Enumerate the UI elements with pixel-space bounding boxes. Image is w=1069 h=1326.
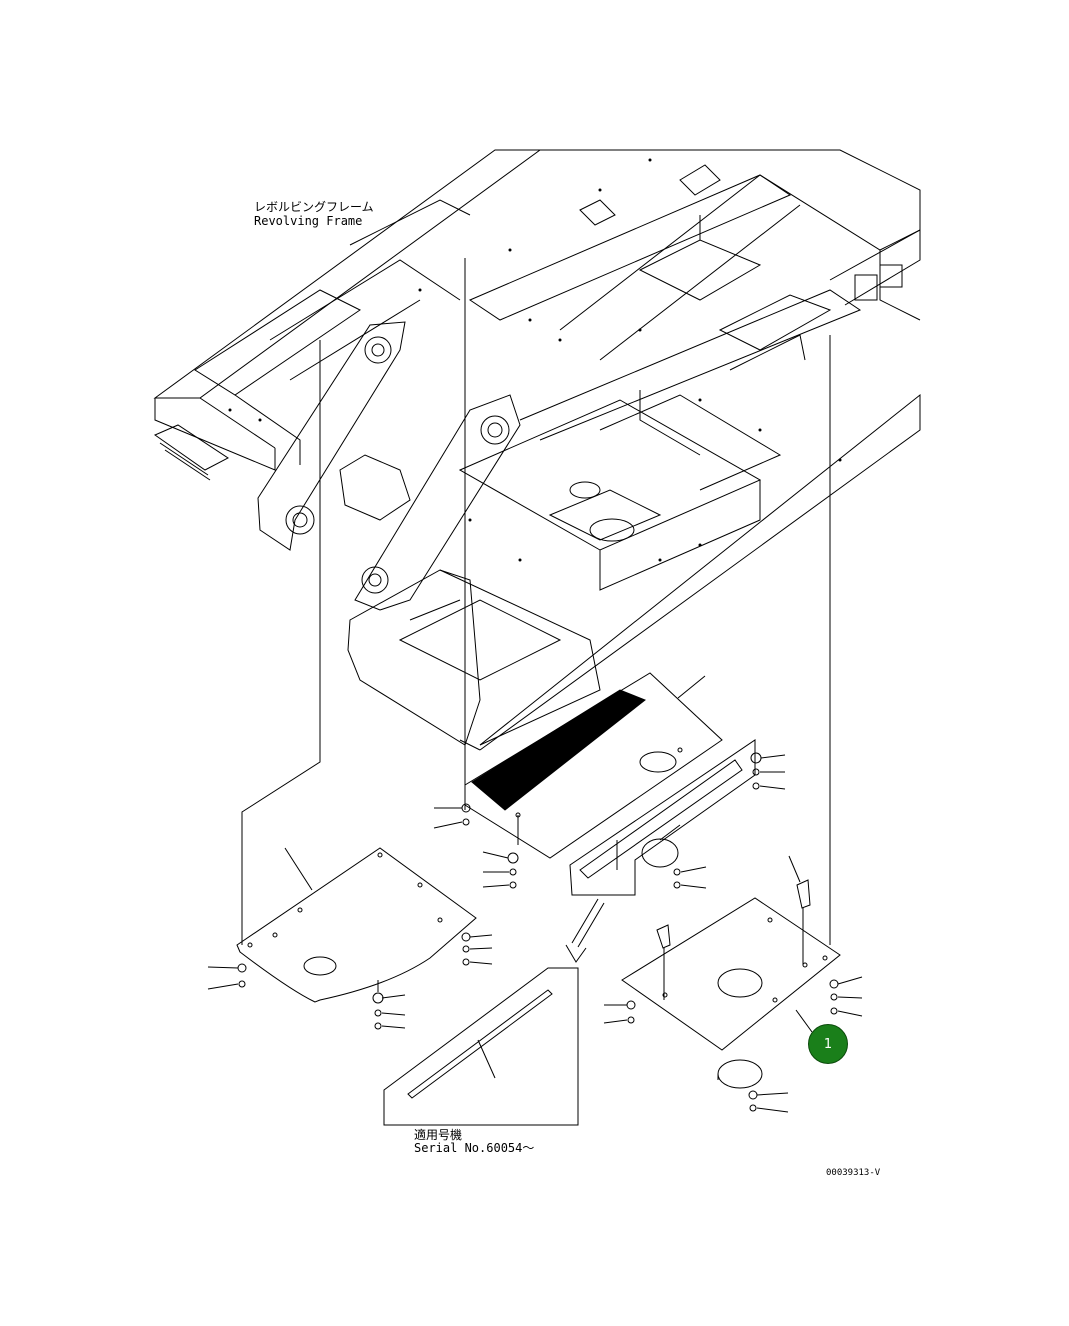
serial-label-jp: 適用号機 <box>414 1128 463 1142</box>
fastener-hardware <box>207 752 863 1113</box>
leader-lines <box>241 258 831 945</box>
revolving-frame <box>153 149 921 751</box>
serial-label-en: Serial No.60054～ <box>414 1141 535 1155</box>
drawing-number: 00039313-V <box>826 1168 881 1178</box>
left-lower-cover <box>236 847 477 1003</box>
revolving-frame-label-en: Revolving Frame <box>254 214 363 228</box>
strip-cover <box>569 739 756 896</box>
perforated-cover <box>464 672 723 859</box>
direction-arrow <box>565 898 605 963</box>
serial-inset-box <box>383 967 579 1126</box>
revolving-frame-label-jp: レボルビングフレーム <box>254 200 374 214</box>
part-callout-1[interactable]: 1 <box>808 1024 848 1064</box>
right-lower-cover <box>621 855 841 1089</box>
